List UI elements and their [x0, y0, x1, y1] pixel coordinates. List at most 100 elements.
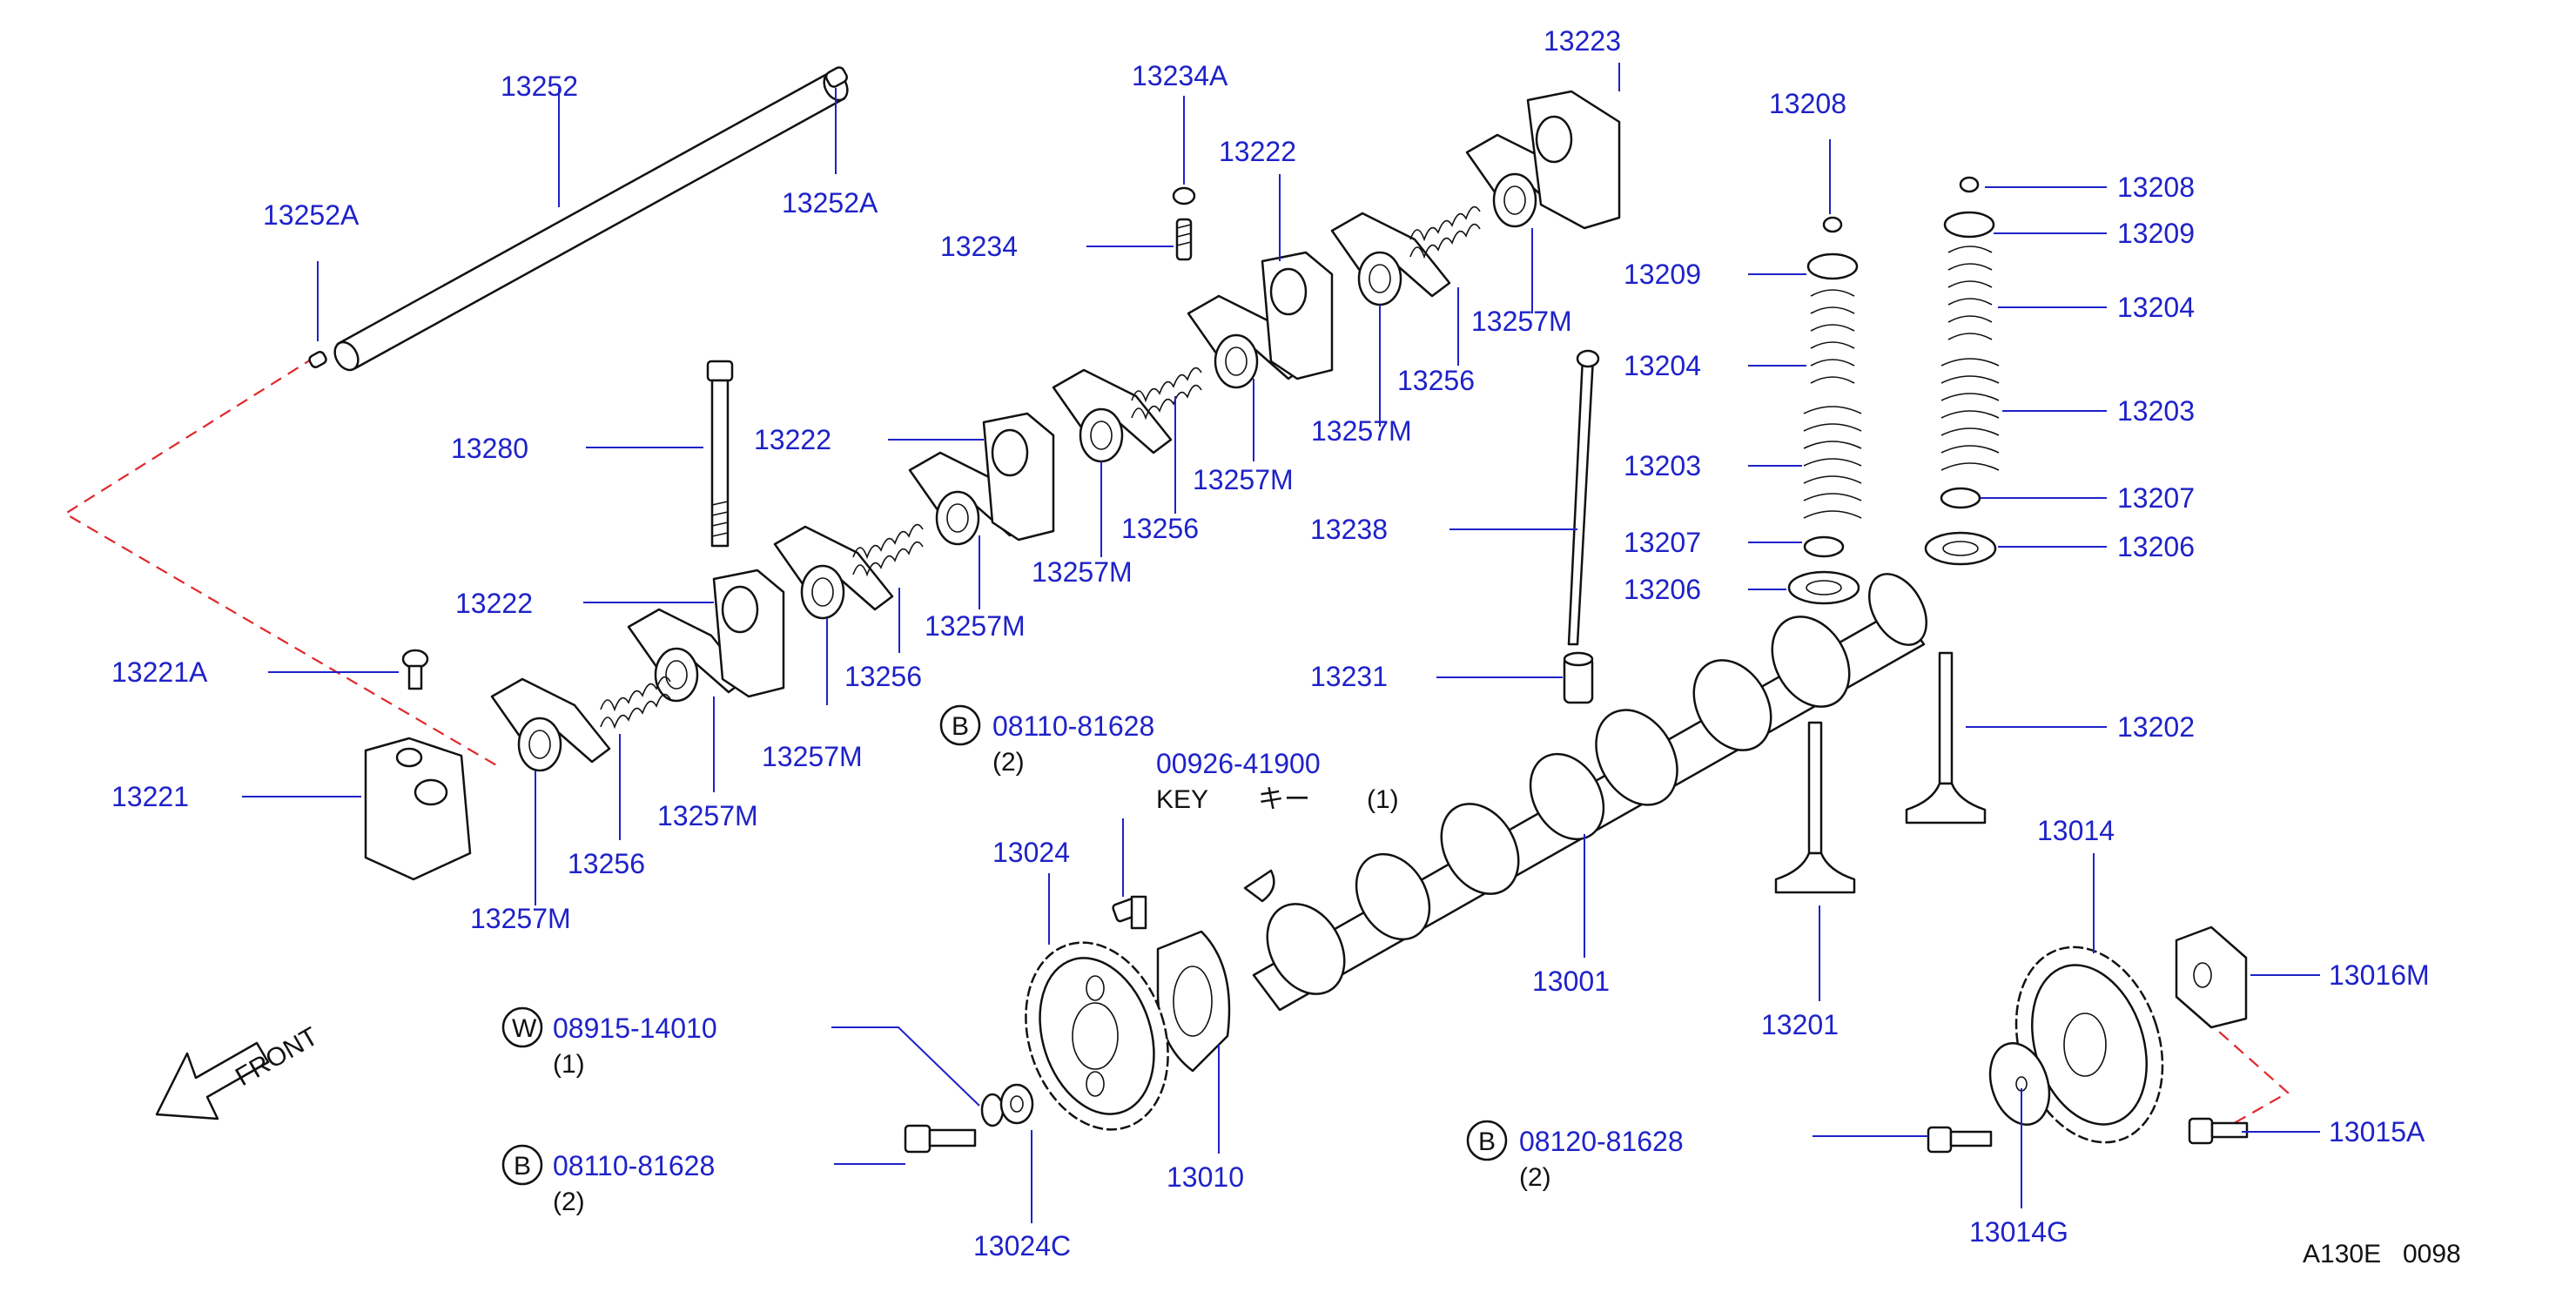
rocker-spring-2	[852, 523, 924, 577]
label-13016M: 13016M	[2329, 959, 2430, 991]
label-13207-left: 13207	[1624, 527, 1701, 558]
qty-bolt-right: (2)	[1519, 1163, 1551, 1192]
qty-bolt-top: (2)	[992, 748, 1025, 777]
gear-shim	[1988, 1042, 2051, 1126]
label-13222-low: 13222	[455, 588, 533, 619]
label-13257M-5: 13257M	[925, 610, 1026, 642]
label-13257M-2: 13257M	[1311, 415, 1412, 447]
badge-circle-bolt-right	[1466, 1120, 1508, 1161]
label-13252: 13252	[501, 71, 578, 102]
rocker-arm-1	[490, 677, 611, 772]
key-part-label: KEY	[1156, 785, 1208, 814]
right-gear	[2014, 945, 2164, 1144]
label-13222-top: 13222	[1219, 136, 1296, 167]
rocker-bracket-3	[1261, 251, 1334, 380]
label-13221: 13221	[111, 781, 189, 812]
label-13010: 13010	[1167, 1161, 1244, 1193]
qty-washer: (1)	[553, 1050, 585, 1079]
label-13257M-6: 13257M	[762, 741, 863, 772]
label-13001: 13001	[1532, 966, 1610, 997]
label-13234: 13234	[940, 231, 1018, 262]
fastener-badges	[501, 704, 1508, 1186]
leader-lines	[242, 63, 2320, 1223]
label-13257M-4: 13257M	[1032, 556, 1133, 588]
key-part-code: 00926-41900	[1156, 748, 1321, 779]
valve-spring-stack-right	[1924, 176, 2000, 566]
label-13252A-left: 13252A	[263, 199, 360, 231]
support-bolt	[401, 649, 429, 690]
gear-washer	[980, 1083, 1034, 1127]
label-13202: 13202	[2117, 711, 2195, 743]
diagram-ref-number: 0098	[2403, 1240, 2461, 1268]
label-13024: 13024	[992, 837, 1070, 868]
fastener-labels: B 08110-81628 (2) W 08915-14010 (1) B 08…	[512, 710, 1684, 1216]
label-13207-right: 13207	[2117, 482, 2195, 514]
label-13024C: 13024C	[973, 1230, 1071, 1262]
qty-bolt-low: (2)	[553, 1188, 585, 1216]
valve-spring-stack-left	[1787, 216, 1862, 605]
long-bolt	[706, 360, 734, 548]
label-13203-left: 13203	[1624, 450, 1701, 481]
label-13208-right: 13208	[2117, 172, 2195, 203]
rocker-shaft	[308, 66, 849, 372]
intake-valve	[1774, 721, 1856, 894]
label-13203-right: 13203	[2117, 395, 2195, 427]
label-13257M-7: 13257M	[657, 800, 758, 831]
label-13257M-8: 13257M	[470, 903, 571, 934]
label-13204-right: 13204	[2117, 292, 2195, 323]
rocker-arm-3	[773, 525, 894, 620]
label-13208-left: 13208	[1769, 88, 1846, 119]
rocker-support	[364, 737, 472, 881]
gear-cover	[2175, 925, 2248, 1029]
label-13222-mid: 13222	[754, 424, 831, 455]
label-13223: 13223	[1544, 25, 1621, 57]
label-13238: 13238	[1310, 514, 1388, 545]
plate-bolt	[1112, 895, 1147, 930]
label-13206-right: 13206	[2117, 531, 2195, 562]
rocker-arm-7	[1330, 212, 1451, 306]
diagram-ref-code: A130E	[2303, 1240, 2381, 1268]
label-13252A-top: 13252A	[782, 187, 878, 219]
rocker-bracket-1	[712, 569, 785, 698]
badge-letter-bolt-top: B	[952, 712, 969, 741]
gear-bolt	[904, 1124, 977, 1154]
tappet	[1563, 651, 1594, 704]
woodruff-key	[1243, 869, 1275, 903]
label-13206-left: 13206	[1624, 574, 1701, 605]
label-13201: 13201	[1761, 1009, 1839, 1040]
badge-letter-bolt-right: B	[1478, 1127, 1496, 1156]
badge-letter-bolt-low: B	[514, 1152, 531, 1181]
label-13204-left: 13204	[1624, 350, 1701, 381]
label-13280: 13280	[451, 433, 528, 464]
label-13256-1: 13256	[1397, 365, 1475, 396]
label-13209-left: 13209	[1624, 259, 1701, 290]
cover-bolt	[2188, 1117, 2249, 1145]
code-washer: 08915-14010	[553, 1013, 717, 1044]
part-labels: 13252 13252A 13252A 13234A 13234 13222 1…	[111, 25, 2430, 1262]
label-13015A: 13015A	[2329, 1116, 2425, 1147]
rocker-arm-2	[627, 608, 748, 703]
label-13257M-1: 13257M	[1471, 306, 1572, 337]
code-bolt-low: 08110-81628	[553, 1150, 715, 1181]
rocker-arm-5	[1052, 368, 1173, 463]
badge-circle-bolt-low	[501, 1144, 543, 1186]
key-part-katakana: キー	[1258, 785, 1310, 814]
camshaft	[1252, 573, 1927, 1012]
code-bolt-right: 08120-81628	[1519, 1126, 1684, 1157]
label-13231: 13231	[1310, 661, 1388, 692]
rocker-spring-1	[600, 676, 671, 730]
label-13257M-3: 13257M	[1193, 464, 1294, 495]
push-rod	[1567, 349, 1600, 646]
label-13221A: 13221A	[111, 656, 208, 688]
label-13234A: 13234A	[1132, 60, 1228, 91]
label-13014G: 13014G	[1969, 1216, 2068, 1248]
badge-circle-bolt-top	[939, 704, 981, 746]
badge-letter-washer: W	[512, 1014, 537, 1043]
label-13209-right: 13209	[2117, 218, 2195, 249]
label-13014: 13014	[2037, 815, 2115, 846]
label-13256-2: 13256	[1121, 513, 1199, 544]
code-bolt-top: 08110-81628	[992, 710, 1154, 742]
rocker-bracket-end	[1526, 90, 1621, 230]
right-gear-bolt	[1927, 1126, 1993, 1154]
